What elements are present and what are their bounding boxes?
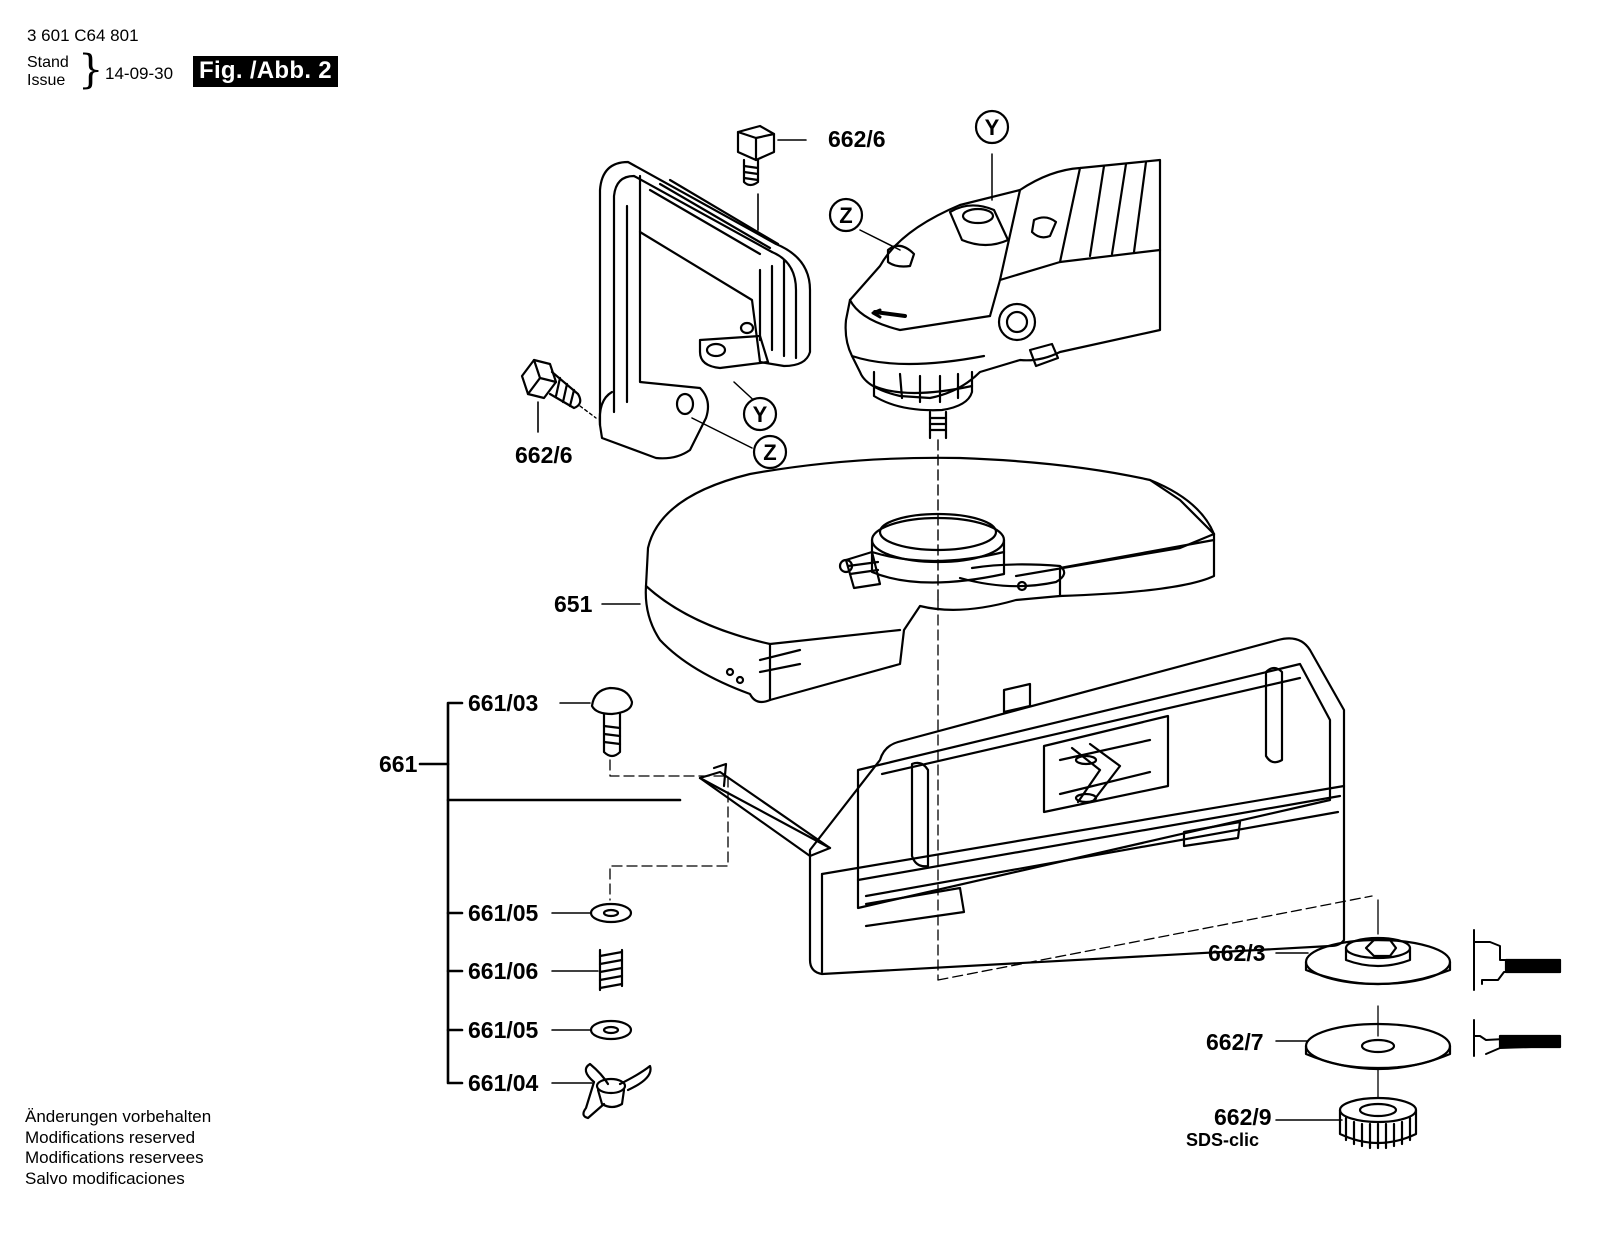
issue-label: Issue	[27, 72, 66, 89]
small-parts-drawing	[582, 902, 652, 1120]
part-number: 3 601 C64 801	[27, 26, 139, 45]
callout-661-05-a: 661/05	[468, 900, 539, 926]
issue-date: 14-09-30	[105, 64, 174, 83]
assembly-bracket	[418, 701, 682, 1085]
callout-662-7: 662/7	[1206, 1029, 1264, 1055]
guard-drawing	[644, 456, 1216, 704]
marker-z-top-label: Z	[839, 203, 852, 228]
modifications-notice: Änderungen vorbehalten Modifications res…	[25, 1107, 211, 1189]
marker-y-top: Y	[974, 109, 1010, 145]
notice-en: Modifications reserved	[25, 1127, 196, 1147]
figure-title: Fig. /Abb. 2	[193, 56, 338, 87]
callout-sds-clic: SDS-clic	[1186, 1130, 1259, 1150]
flange-662-7-drawing	[1304, 1005, 1562, 1071]
marker-z-top: Z	[828, 197, 864, 233]
callout-662-6-left: 662/6	[515, 442, 573, 468]
bolt-top-drawing	[736, 124, 807, 231]
carriage-bolt-drawing	[590, 686, 634, 758]
callout-661: 661	[379, 751, 418, 777]
handle-drawing	[598, 160, 812, 460]
leader-lines	[551, 153, 1343, 1121]
callout-661-03: 661/03	[468, 690, 538, 716]
stand-issue-label: Stand Issue	[27, 54, 69, 90]
callout-661-05-b: 661/05	[468, 1017, 539, 1043]
marker-y-handle: Y	[742, 396, 778, 432]
clamp-nut-drawing	[1338, 1069, 1418, 1150]
callout-661-06: 661/06	[468, 958, 538, 984]
notice-es: Salvo modificaciones	[25, 1168, 185, 1188]
notice-de: Änderungen vorbehalten	[25, 1107, 212, 1126]
callout-662-3: 662/3	[1208, 940, 1266, 966]
marker-z-handle: Z	[752, 434, 788, 470]
callout-651: 651	[554, 591, 593, 617]
marker-y-handle-label: Y	[753, 402, 768, 427]
grinder-drawing	[844, 158, 1162, 601]
bolt-left-drawing	[520, 358, 597, 433]
callout-662-6-top: 662/6	[828, 126, 886, 152]
cutting-guide-drawing	[698, 637, 1346, 976]
flange-662-3-drawing	[1304, 899, 1562, 991]
assembly-lines	[609, 599, 1373, 981]
callout-661-04: 661/04	[468, 1070, 539, 1096]
stand-label: Stand	[27, 54, 69, 71]
brace-icon: }	[78, 47, 104, 93]
notice-fr: Modifications reservees	[25, 1148, 204, 1167]
marker-y-top-label: Y	[985, 115, 1000, 140]
marker-z-handle-label: Z	[763, 440, 776, 465]
callout-662-9: 662/9	[1214, 1104, 1272, 1130]
